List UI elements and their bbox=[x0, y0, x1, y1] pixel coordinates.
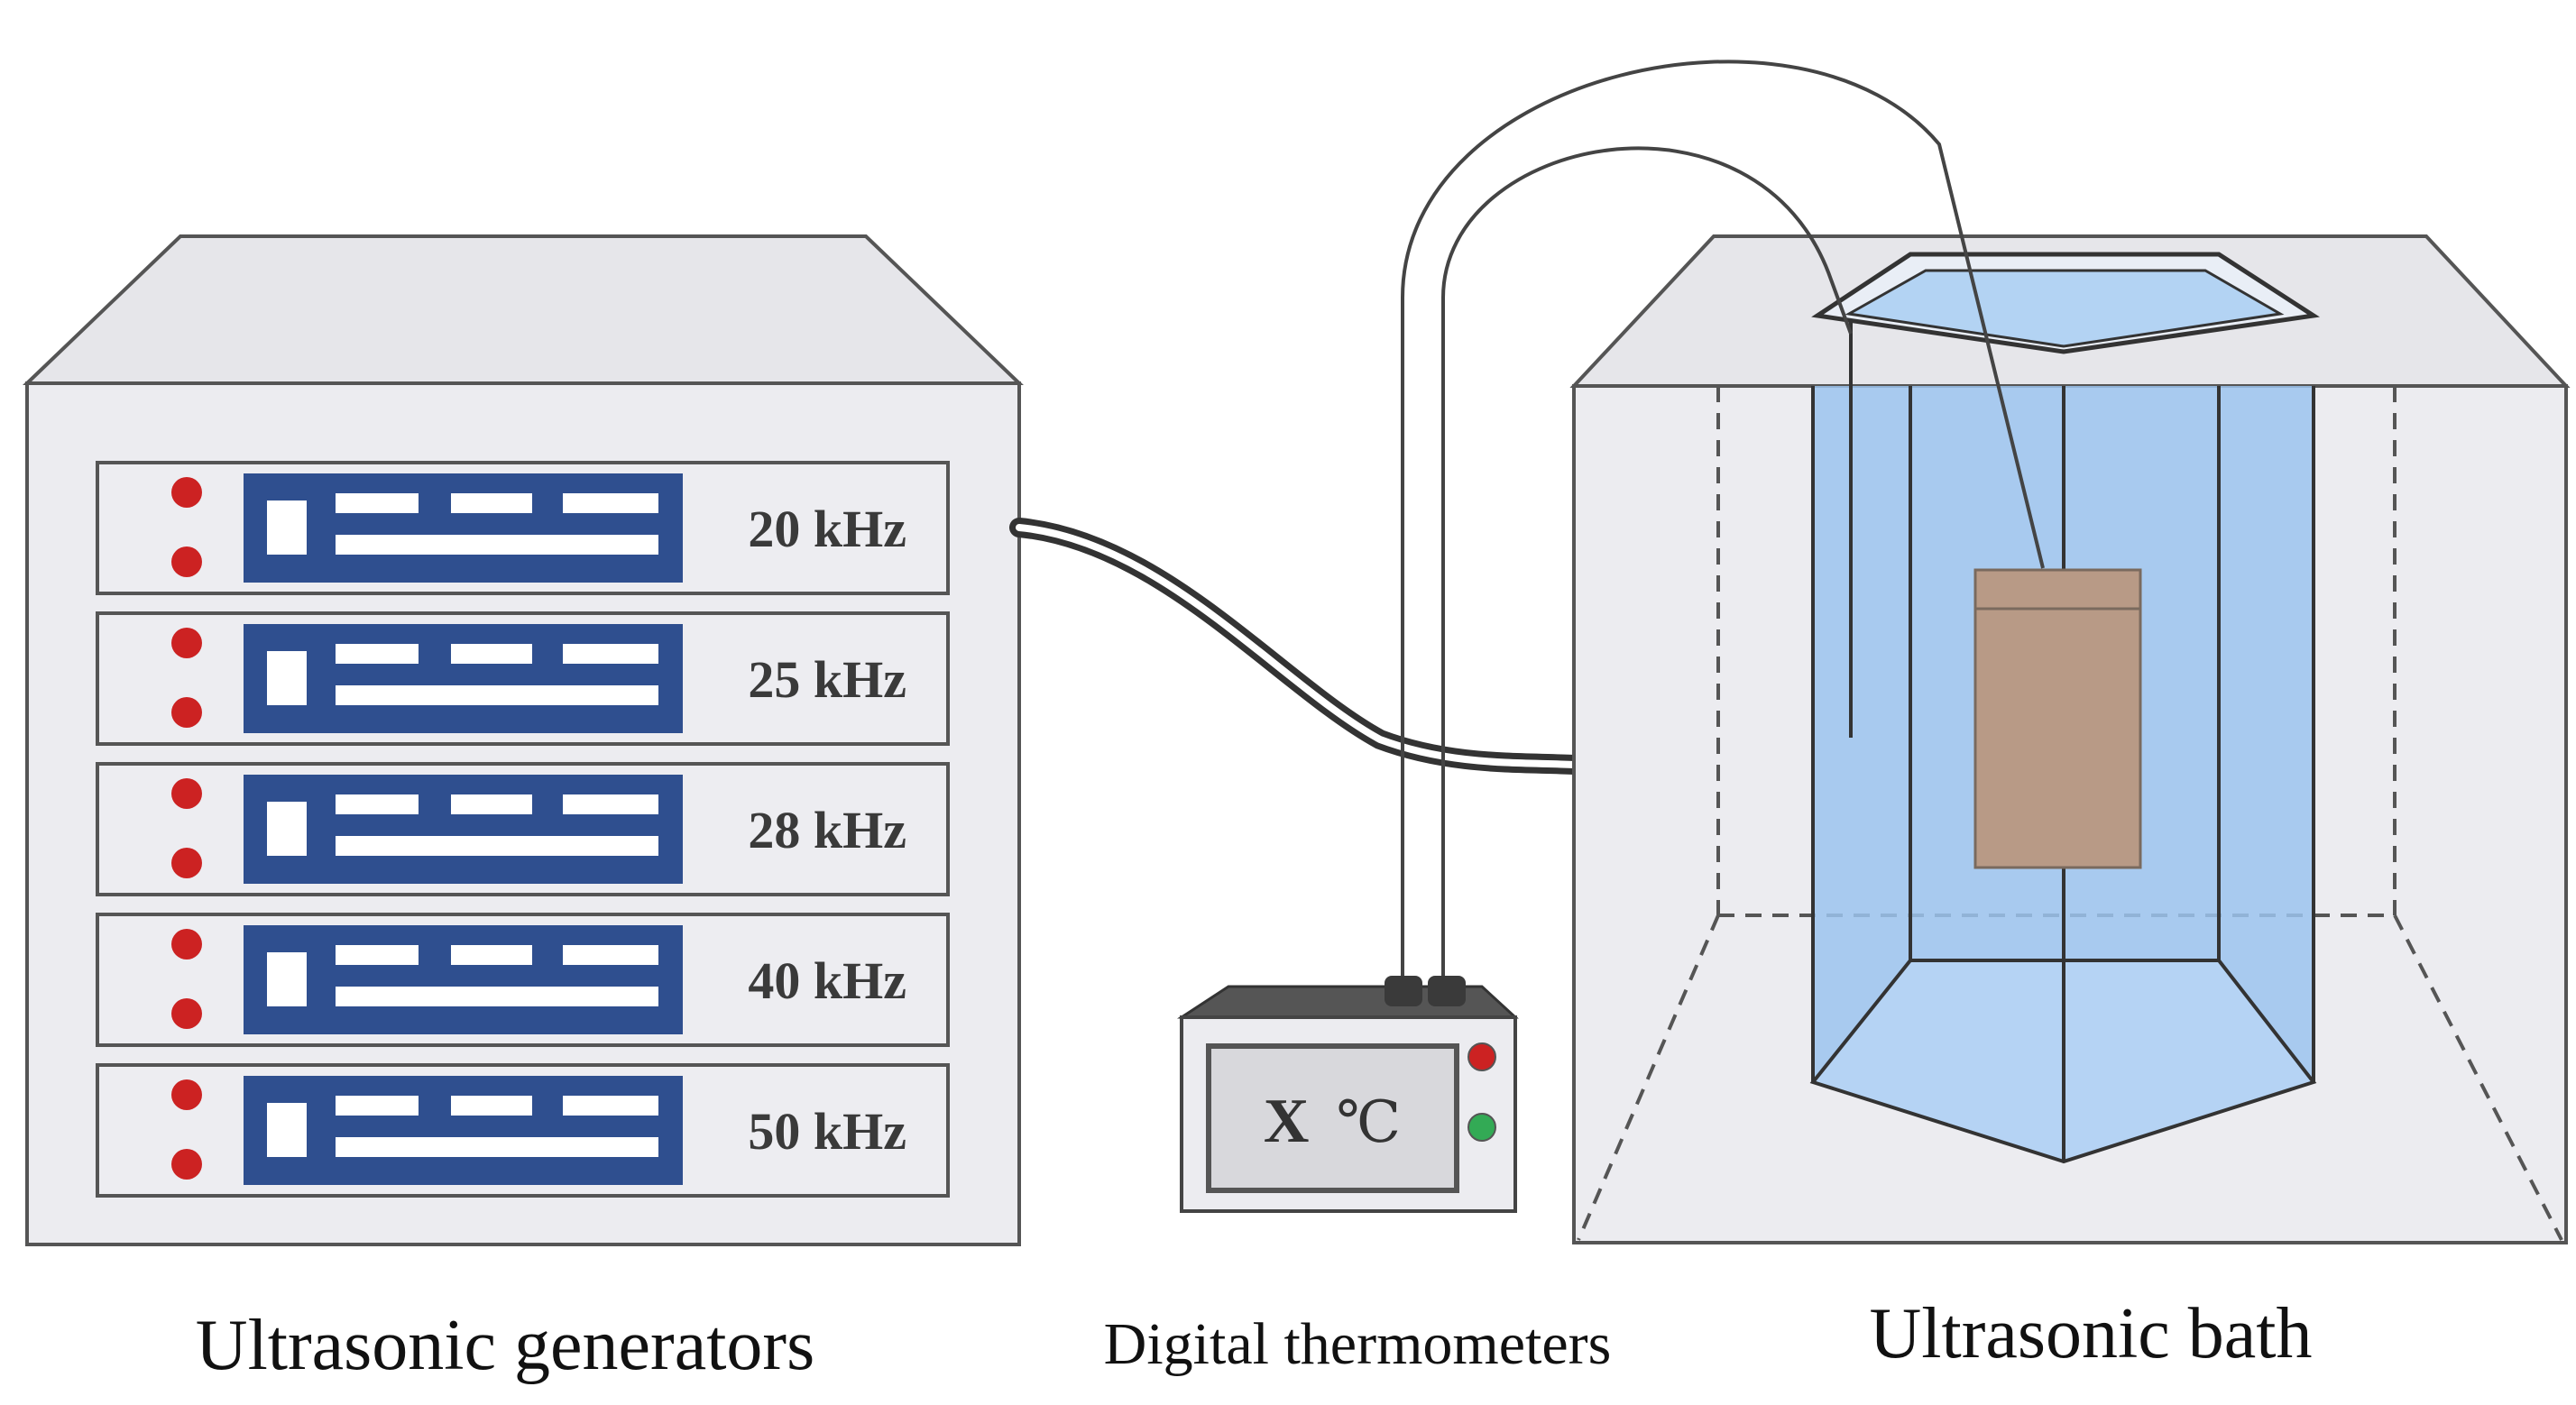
panel-long-slot bbox=[336, 685, 658, 705]
indicator-light-top bbox=[171, 628, 202, 658]
thermometer-probe-wires bbox=[1401, 60, 2045, 983]
control-panel bbox=[244, 925, 683, 1034]
panel-square-slot bbox=[267, 651, 307, 705]
panel-short-slot bbox=[451, 794, 532, 814]
panel-short-slot bbox=[563, 794, 658, 814]
panel-short-slot bbox=[451, 1096, 532, 1116]
sample-specimen bbox=[1973, 568, 2142, 869]
panel-short-slot bbox=[451, 945, 532, 965]
cabinet-top-face bbox=[23, 234, 1024, 385]
digital-thermometer: X ℃ bbox=[1176, 976, 1519, 1213]
indicator-light-top bbox=[171, 929, 202, 960]
ultrasonic-generators-cabinet: 20 kHz 25 kHz 28 kHz 40 kHz 50 kHz bbox=[23, 234, 1024, 1246]
probe-connector-right bbox=[1428, 976, 1466, 1006]
generator-unit: 25 kHz bbox=[96, 611, 950, 746]
ultrasonic-bath bbox=[1569, 234, 2571, 1244]
panel-long-slot bbox=[336, 836, 658, 856]
panel-square-slot bbox=[267, 952, 307, 1006]
caption-digital-thermometers: Digital thermometers bbox=[1104, 1311, 1612, 1377]
panel-long-slot bbox=[336, 1137, 658, 1157]
panel-short-slot bbox=[563, 644, 658, 664]
control-panel bbox=[244, 1076, 683, 1185]
control-panel bbox=[244, 624, 683, 733]
panel-square-slot bbox=[267, 802, 307, 856]
indicator-light-green bbox=[1467, 1113, 1496, 1142]
generator-units: 20 kHz 25 kHz 28 kHz 40 kHz 50 kHz bbox=[96, 461, 950, 1198]
indicator-light-bottom bbox=[171, 546, 202, 577]
beaker-water-surface bbox=[1845, 269, 2285, 348]
indicator-light-bottom bbox=[171, 998, 202, 1029]
panel-short-slot bbox=[336, 945, 419, 965]
panel-short-slot bbox=[563, 945, 658, 965]
temperature-unit: ℃ bbox=[1336, 1090, 1401, 1154]
frequency-label: 40 kHz bbox=[748, 951, 906, 1010]
generator-unit: 20 kHz bbox=[96, 461, 950, 595]
temperature-readout: X ℃ bbox=[1264, 1087, 1401, 1156]
pentagonal-beaker bbox=[1809, 252, 2320, 1164]
panel-short-slot bbox=[336, 644, 419, 664]
frequency-label: 20 kHz bbox=[748, 500, 906, 558]
control-panel bbox=[244, 473, 683, 583]
indicator-light-bottom bbox=[171, 697, 202, 728]
probe-connector-left bbox=[1385, 976, 1422, 1006]
caption-ultrasonic-generators: Ultrasonic generators bbox=[196, 1306, 814, 1385]
panel-square-slot bbox=[267, 500, 307, 555]
indicator-light-top bbox=[171, 1079, 202, 1110]
panel-short-slot bbox=[563, 1096, 658, 1116]
generator-unit: 50 kHz bbox=[96, 1063, 950, 1198]
panel-long-slot bbox=[336, 987, 658, 1006]
panel-square-slot bbox=[267, 1103, 307, 1157]
panel-short-slot bbox=[336, 493, 419, 513]
caption-ultrasonic-bath: Ultrasonic bath bbox=[1870, 1294, 2313, 1373]
indicator-light-red bbox=[1467, 1042, 1496, 1071]
generator-to-bath-cable bbox=[1009, 518, 1584, 775]
temperature-value: X bbox=[1264, 1087, 1310, 1156]
indicator-light-bottom bbox=[171, 848, 202, 878]
panel-short-slot bbox=[451, 644, 532, 664]
generator-unit: 40 kHz bbox=[96, 913, 950, 1047]
indicator-light-bottom bbox=[171, 1149, 202, 1180]
panel-short-slot bbox=[336, 794, 419, 814]
indicator-light-top bbox=[171, 477, 202, 508]
panel-short-slot bbox=[563, 493, 658, 513]
panel-short-slot bbox=[451, 493, 532, 513]
frequency-label: 50 kHz bbox=[748, 1102, 906, 1161]
panel-short-slot bbox=[336, 1096, 419, 1116]
frequency-label: 28 kHz bbox=[748, 801, 906, 859]
panel-long-slot bbox=[336, 535, 658, 555]
frequency-label: 25 kHz bbox=[748, 650, 906, 709]
indicator-light-top bbox=[171, 778, 202, 809]
control-panel bbox=[244, 775, 683, 884]
generator-unit: 28 kHz bbox=[96, 762, 950, 896]
thermometer-display bbox=[1206, 1043, 1459, 1193]
